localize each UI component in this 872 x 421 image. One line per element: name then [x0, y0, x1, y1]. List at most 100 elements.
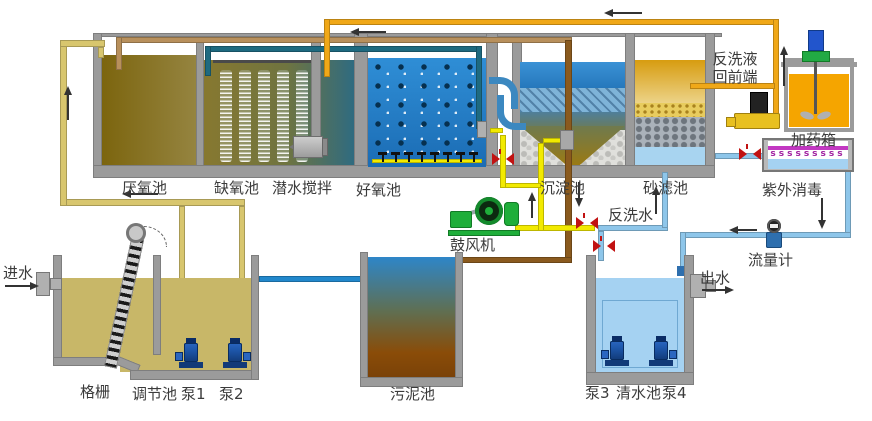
label-outlet: 出水: [700, 269, 731, 287]
air-diffuser: [391, 152, 400, 162]
reg-tank-wall-right: [251, 255, 259, 380]
mixer-pole: [311, 36, 321, 142]
agitator-mount: [802, 51, 830, 62]
sludge-tank-wall-left: [360, 252, 368, 385]
label-mixer: 潜水搅拌: [272, 179, 333, 197]
air-diffuser: [378, 152, 387, 162]
anaerobic-water: [102, 55, 196, 165]
label-screen: 格栅: [80, 383, 111, 401]
airlift-fitting: [560, 130, 574, 150]
flow-arrow-left: [350, 28, 386, 36]
label-pump1: 泵1: [181, 385, 206, 403]
screen-rope-arc: [144, 226, 167, 247]
biofilm-carrier-column: [239, 70, 251, 162]
sludge-return-pipe: [116, 37, 572, 43]
uv-magenta-strip: [768, 146, 848, 151]
reg-tank-baffle: [153, 255, 161, 355]
sludge-tank-water: [368, 257, 455, 377]
flow-arrow-up: [780, 46, 788, 86]
flow-arrow-up: [64, 86, 72, 120]
label-pump2: 泵2: [219, 385, 244, 403]
air-nozzle-stub: [490, 128, 503, 133]
pump-header-pipe: [60, 199, 245, 206]
label-flow-meter: 流量计: [748, 251, 794, 269]
air-riser-aeration: [500, 135, 506, 188]
label-regulating: 调节池: [132, 385, 178, 403]
raw-water-vertical: [60, 40, 67, 206]
label-inlet: 进水: [3, 264, 34, 282]
label-sedimentation: 沉淀池: [540, 179, 586, 197]
sludge-tank-wall-right: [455, 252, 463, 385]
air-diffuser: [443, 152, 452, 162]
inlet-flange: [36, 272, 50, 296]
air-header: [515, 225, 595, 231]
aerobic-floc-texture: [372, 62, 482, 158]
label-backwash-return-line2: 回前端: [712, 68, 758, 86]
pump-riser-2: [239, 206, 245, 340]
label-aerobic: 好氧池: [356, 181, 402, 199]
air-riser-airlift: [538, 143, 544, 231]
clean-tank-wall-left: [586, 255, 596, 385]
sed-water-top: [520, 62, 625, 88]
backwash-return-riser: [773, 19, 779, 120]
air-branch-horizontal: [503, 183, 541, 188]
backwash-return-drop: [324, 19, 330, 77]
submersible-mixer-icon: [284, 134, 330, 160]
air-diffuser: [456, 152, 465, 162]
flow-meter-icon: [760, 219, 788, 249]
flow-arrow-left: [122, 190, 158, 198]
dosing-pump-icon: [726, 92, 782, 130]
label-anoxic: 缺氧池: [214, 179, 260, 197]
biofilm-carrier-column: [277, 70, 289, 162]
label-backwash-return-line1: 反洗液: [712, 50, 758, 68]
valve-uv-inlet: [739, 144, 761, 160]
sed-tube-settler: [520, 88, 625, 112]
inlet-stub: [50, 278, 62, 290]
dosing-tank-rim: [781, 62, 857, 67]
valve-aeration: [492, 149, 514, 165]
overflow-pipe-curve: [489, 77, 518, 109]
flow-arrow-right: [702, 286, 734, 294]
wall-anaerobic-anoxic: [196, 37, 204, 167]
backwash-riser-tank: [598, 231, 604, 261]
label-sludge-tank: 污泥池: [390, 385, 436, 403]
label-blower: 鼓风机: [450, 236, 496, 254]
label-backwash-return: 反洗液 回前端: [704, 50, 766, 86]
overflow-pipe-curve: [497, 95, 526, 130]
raw-water-drop: [98, 47, 104, 58]
flow-arrow-right: [5, 282, 39, 290]
clean-tank-inlet-drop: [680, 232, 686, 272]
outlet-stub: [706, 280, 716, 292]
uv-lamp-row: sssssssss: [768, 150, 848, 159]
label-pump4: 泵4: [662, 384, 687, 402]
biofilm-carrier-column: [258, 70, 270, 162]
backwash-return-pipe: [327, 19, 779, 25]
submersible-pump-2: [222, 338, 251, 370]
flow-arrow-left: [729, 226, 757, 234]
sand-layer: [635, 103, 705, 117]
sed-center-sludge-pipe: [565, 40, 572, 263]
wall-sed-sand: [625, 33, 635, 178]
label-backwash-water: 反洗水: [608, 206, 654, 224]
backwash-horizontal: [598, 225, 668, 231]
wall-anoxic-aerobic: [354, 33, 368, 178]
air-diffuser: [417, 152, 426, 162]
sand-filter-backwash-stub: [690, 83, 775, 89]
submersible-pump-3: [601, 336, 630, 368]
uv-water: [768, 159, 848, 169]
pump-riser-1: [179, 206, 185, 340]
submersible-pump-4: [648, 336, 677, 368]
outlet-flange: [690, 274, 706, 298]
sludge-return-drop: [116, 37, 122, 70]
label-uv: 紫外消毒: [762, 181, 823, 199]
flow-arrow-left: [604, 9, 642, 17]
aeration-pipe: [372, 159, 482, 163]
flow-arrow-up: [528, 192, 536, 218]
uv-inner-white: [768, 141, 848, 147]
frame-top-wall: [93, 33, 722, 37]
wall-left: [93, 33, 102, 178]
sludge-tank-floor: [360, 377, 463, 387]
clean-pump-piping: [602, 300, 678, 368]
agitator-shaft: [814, 62, 817, 114]
label-sand-filter: 砂滤池: [643, 179, 689, 197]
